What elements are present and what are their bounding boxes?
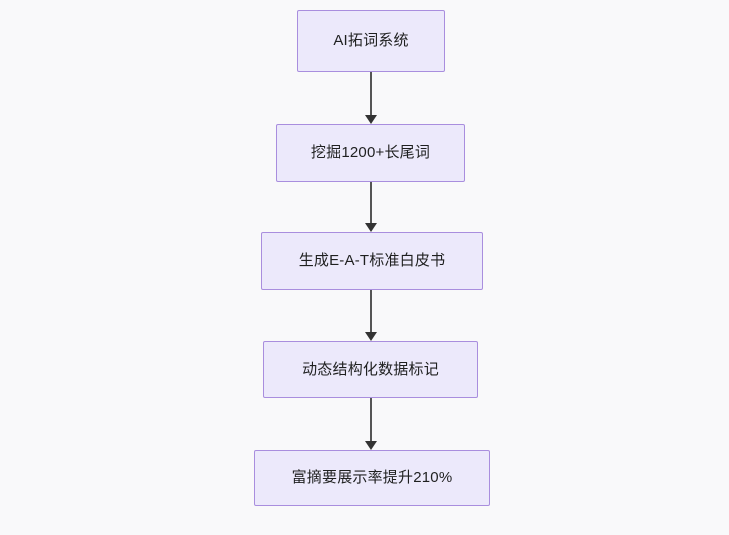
flow-node-label: 挖掘1200+长尾词 [310, 144, 431, 161]
flow-node-n3[interactable]: 生成E-A-T标准白皮书 [261, 232, 483, 290]
flow-node-label: 富摘要展示率提升210% [291, 469, 453, 486]
flow-arrow-4 [359, 398, 383, 450]
flow-arrow-2 [359, 182, 383, 232]
flow-node-label: 动态结构化数据标记 [302, 360, 439, 378]
flow-node-label: 生成E-A-T标准白皮书 [298, 252, 446, 269]
flow-node-n2[interactable]: 挖掘1200+长尾词 [276, 124, 465, 182]
flow-arrow-3 [359, 290, 383, 341]
flow-node-n1[interactable]: AI拓词系统 [297, 10, 445, 72]
flow-node-n5[interactable]: 富摘要展示率提升210% [254, 450, 490, 506]
flow-node-label: AI拓词系统 [333, 32, 409, 49]
flow-arrow-1 [359, 72, 383, 124]
flow-node-n4[interactable]: 动态结构化数据标记 [263, 341, 478, 398]
